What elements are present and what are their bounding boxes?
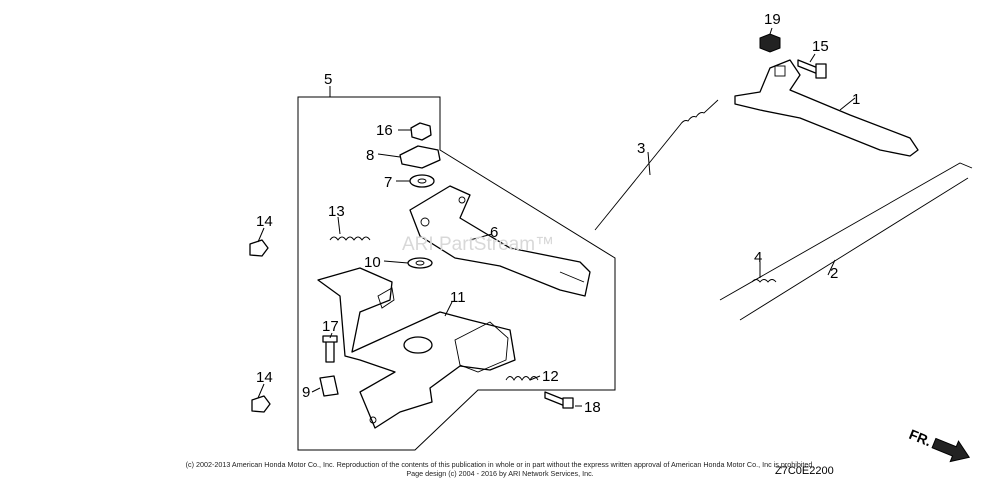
part-bolt-17[interactable]	[325, 339, 335, 363]
callout-5[interactable]: 5	[324, 71, 332, 88]
leader-19	[769, 27, 773, 35]
part-bracket-hook	[377, 287, 395, 309]
part-nut-16[interactable]	[410, 122, 432, 141]
diagram-code: Z7C0E2200	[775, 465, 834, 477]
part-control-lever[interactable]	[734, 59, 919, 157]
leader-14b	[257, 383, 265, 399]
part-governor-arm-hole	[420, 217, 430, 227]
leader-2	[827, 259, 836, 276]
part-governor-arm-slot	[559, 271, 585, 283]
callout-9[interactable]: 9	[302, 384, 310, 401]
part-washer-10[interactable]	[407, 257, 433, 269]
front-direction-marker: FR.	[907, 426, 971, 463]
leader-14a	[257, 227, 265, 243]
part-nut-19[interactable]	[759, 33, 781, 53]
leader-10	[383, 260, 409, 264]
leader-15	[809, 53, 816, 63]
callout-1[interactable]: 1	[852, 91, 860, 108]
part-clip-9[interactable]	[319, 375, 339, 397]
callout-3[interactable]: 3	[637, 140, 645, 157]
callout-11[interactable]: 11	[450, 289, 466, 306]
part-bolt-14-upper[interactable]	[249, 239, 269, 257]
leader-6	[469, 233, 493, 241]
leader-9	[311, 387, 321, 393]
part-washer-7[interactable]	[409, 174, 435, 188]
part-bolt-14-lower[interactable]	[251, 395, 271, 413]
watermark: ARI PartStream™	[402, 234, 554, 255]
part-spring-rod-3[interactable]	[594, 99, 719, 231]
callout-12[interactable]: 12	[542, 368, 559, 385]
part-bracket-hole	[369, 416, 377, 424]
copyright-line-1: (c) 2002-2013 American Honda Motor Co., …	[185, 460, 815, 469]
part-control-lever-hole	[774, 65, 786, 77]
callout-4[interactable]: 4	[754, 249, 762, 266]
part-spring-13[interactable]	[329, 236, 371, 241]
callout-15[interactable]: 15	[812, 38, 829, 55]
part-washer-7-hole	[417, 178, 427, 184]
leader-17	[329, 332, 333, 339]
part-governor-arm[interactable]	[409, 185, 591, 297]
assembly-boundary	[297, 96, 616, 451]
callout-17[interactable]: 17	[322, 318, 339, 335]
part-governor-arm-hole-2	[458, 196, 466, 204]
callout-14a[interactable]: 14	[256, 213, 273, 230]
callout-13[interactable]: 13	[328, 203, 345, 220]
callout-14b[interactable]: 14	[256, 369, 273, 386]
part-bolt-18-head	[562, 397, 574, 409]
callout-7[interactable]: 7	[384, 174, 392, 191]
leader-13	[337, 216, 341, 235]
callout-10[interactable]: 10	[364, 254, 381, 271]
part-spring-4[interactable]	[751, 279, 777, 283]
copyright-line-2: Page design (c) 2004 - 2016 by ARI Netwo…	[406, 469, 594, 478]
part-bolt-15[interactable]	[797, 59, 819, 75]
callout-6[interactable]: 6	[490, 224, 498, 241]
leader-1	[839, 97, 856, 111]
part-bolt-17-head	[322, 335, 338, 343]
leader-8	[377, 153, 401, 158]
part-bolt-15-head	[815, 63, 827, 79]
front-marker-text: FR.	[907, 426, 934, 449]
callout-2[interactable]: 2	[830, 265, 838, 282]
part-bracket-tab	[454, 321, 509, 373]
part-spring-12[interactable]	[505, 376, 539, 381]
callout-16[interactable]: 16	[376, 122, 393, 139]
callout-19[interactable]: 19	[764, 11, 781, 28]
callout-18[interactable]: 18	[584, 399, 601, 416]
leader-12	[529, 375, 541, 381]
front-arrow-icon	[931, 437, 971, 463]
part-bolt-18[interactable]	[544, 391, 566, 407]
part-throttle-rod[interactable]	[719, 162, 973, 321]
leader-3	[647, 151, 651, 176]
part-bracket-boss	[403, 336, 433, 354]
part-washer-10-hole	[415, 260, 425, 266]
part-collar-8[interactable]	[399, 145, 441, 169]
callout-8[interactable]: 8	[366, 147, 374, 164]
leader-11	[444, 301, 453, 317]
